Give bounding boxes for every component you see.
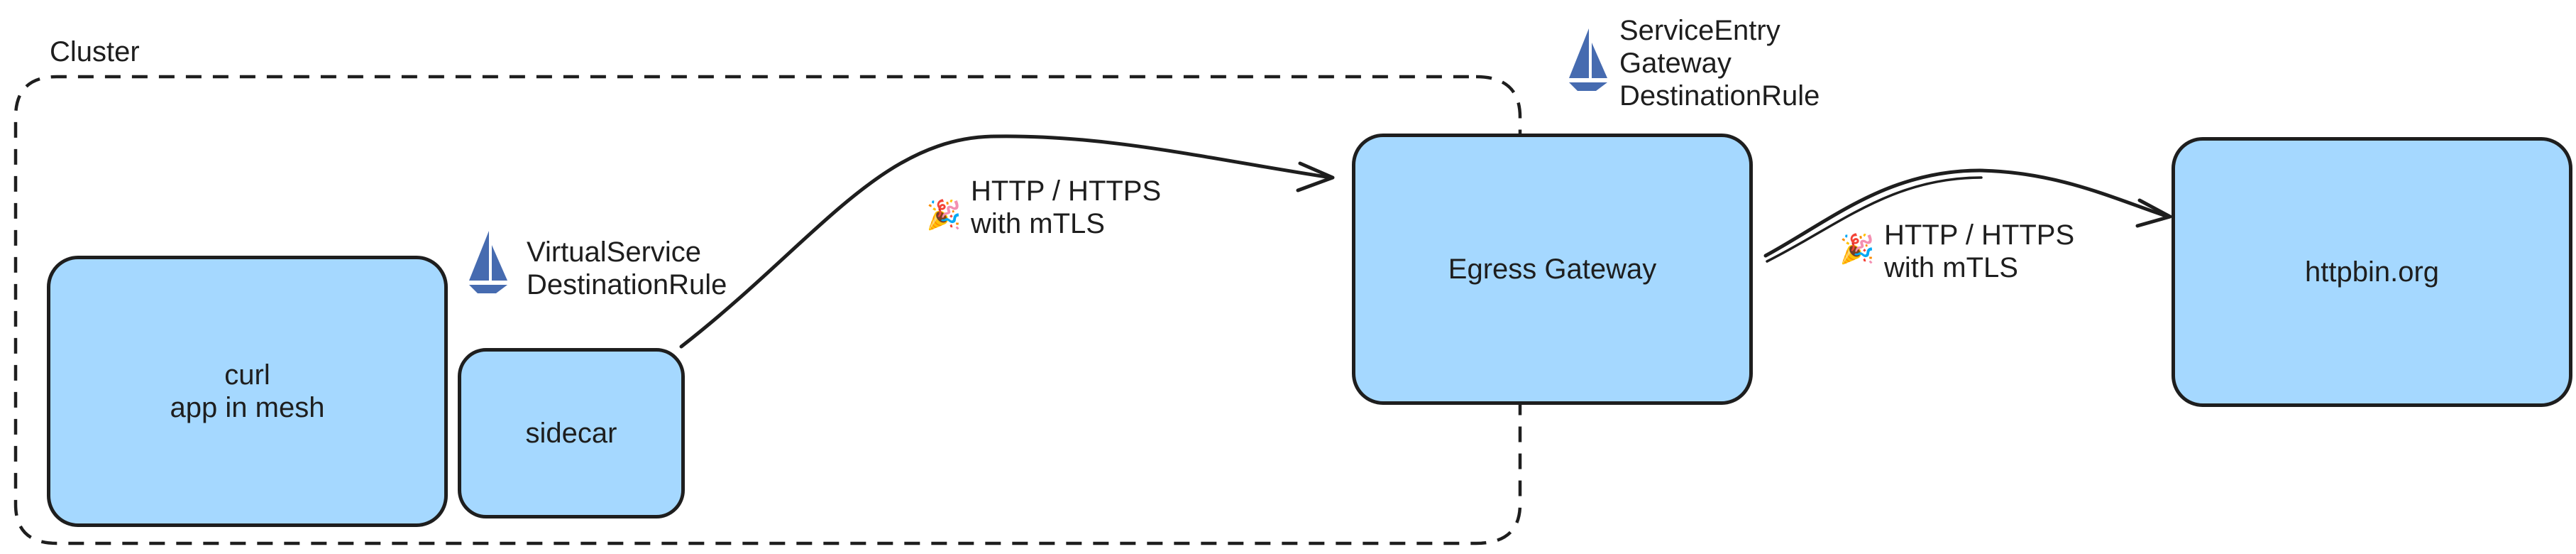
sidecar-config-line2: DestinationRule bbox=[527, 269, 727, 300]
edge1-line1: HTTP / HTTPS bbox=[971, 175, 1162, 207]
istio-sail-icon bbox=[1569, 28, 1607, 91]
curl-app-line1: curl bbox=[224, 359, 270, 391]
egress-config-line1: ServiceEntry bbox=[1619, 15, 1780, 46]
egress-gateway-label: Egress Gateway bbox=[1448, 254, 1657, 285]
egress-gateway-node[interactable]: Egress Gateway bbox=[1352, 134, 1753, 405]
edge2-line2: with mTLS bbox=[1884, 252, 2018, 283]
cluster-boundary bbox=[13, 75, 1522, 545]
httpbin-node[interactable]: httpbin.org bbox=[2172, 137, 2572, 407]
cluster-label: Cluster bbox=[50, 36, 140, 67]
edge2-line1: HTTP / HTTPS bbox=[1884, 219, 2075, 251]
party-popper-icon: 🎉 bbox=[926, 199, 962, 232]
istio-sail-icon bbox=[469, 231, 507, 293]
httpbin-label: httpbin.org bbox=[2304, 256, 2440, 288]
egress-config-line2: Gateway bbox=[1619, 48, 1732, 79]
party-popper-icon: 🎉 bbox=[1839, 233, 1875, 266]
sidecar-label: sidecar bbox=[525, 418, 617, 449]
curl-app-node[interactable]: curl app in mesh bbox=[47, 256, 448, 527]
arrow-egress-to-httpbin bbox=[1763, 168, 2170, 258]
arrowhead-egress bbox=[1296, 161, 1335, 192]
egress-config-label: ServiceEntry Gateway DestinationRule bbox=[1619, 14, 1820, 112]
edge2-label: HTTP / HTTPS with mTLS bbox=[1884, 219, 2074, 284]
sidecar-config-label: VirtualService DestinationRule bbox=[527, 236, 727, 301]
egress-config-line3: DestinationRule bbox=[1619, 80, 1820, 112]
sidecar-node[interactable]: sidecar bbox=[458, 348, 685, 518]
curl-app-line2: app in mesh bbox=[170, 392, 325, 423]
edge1-line2: with mTLS bbox=[971, 208, 1105, 239]
arrow-egress-to-httpbin-stroke2 bbox=[1766, 176, 1983, 263]
arrowhead-httpbin bbox=[2135, 198, 2172, 228]
edge1-label: HTTP / HTTPS with mTLS bbox=[971, 175, 1161, 240]
sidecar-config-line1: VirtualService bbox=[527, 237, 702, 268]
arrow-sidecar-to-egress bbox=[679, 134, 1333, 349]
